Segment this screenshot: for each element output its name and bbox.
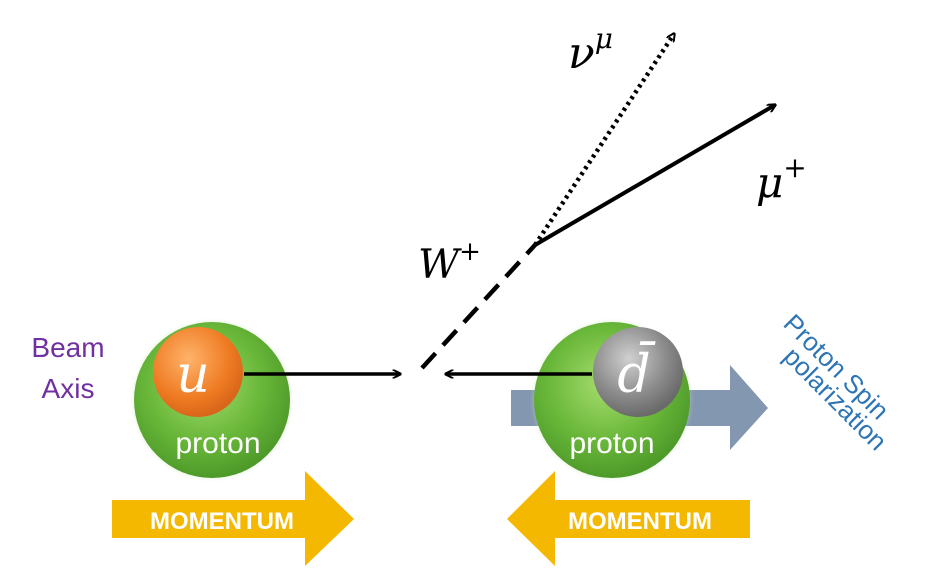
left-momentum-arrow: MOMENTUM xyxy=(112,471,354,566)
right-momentum-label: MOMENTUM xyxy=(568,508,712,535)
left-proton: u proton xyxy=(130,318,294,482)
u-quark xyxy=(153,327,243,417)
beam-axis-label-line1: Beam xyxy=(31,332,104,363)
d-antiquark xyxy=(593,327,683,417)
left-proton-label: proton xyxy=(175,427,260,460)
beam-axis-label-line2: Axis xyxy=(42,373,95,404)
d-antiquark-label: d̄ xyxy=(617,342,656,405)
muon-arrow xyxy=(533,105,775,247)
neutrino-arrow xyxy=(533,34,674,247)
right-proton: d̄ proton xyxy=(530,318,694,482)
left-momentum-label: MOMENTUM xyxy=(150,508,294,535)
right-momentum-arrow: MOMENTUM xyxy=(507,471,750,566)
w-boson-label: W+ xyxy=(418,237,481,288)
right-proton-label: proton xyxy=(569,427,654,460)
neutrino-label: νμ xyxy=(568,22,613,79)
w-boson-line xyxy=(420,243,537,370)
u-quark-label: u xyxy=(176,345,210,405)
muon-label: μ+ xyxy=(756,151,807,207)
